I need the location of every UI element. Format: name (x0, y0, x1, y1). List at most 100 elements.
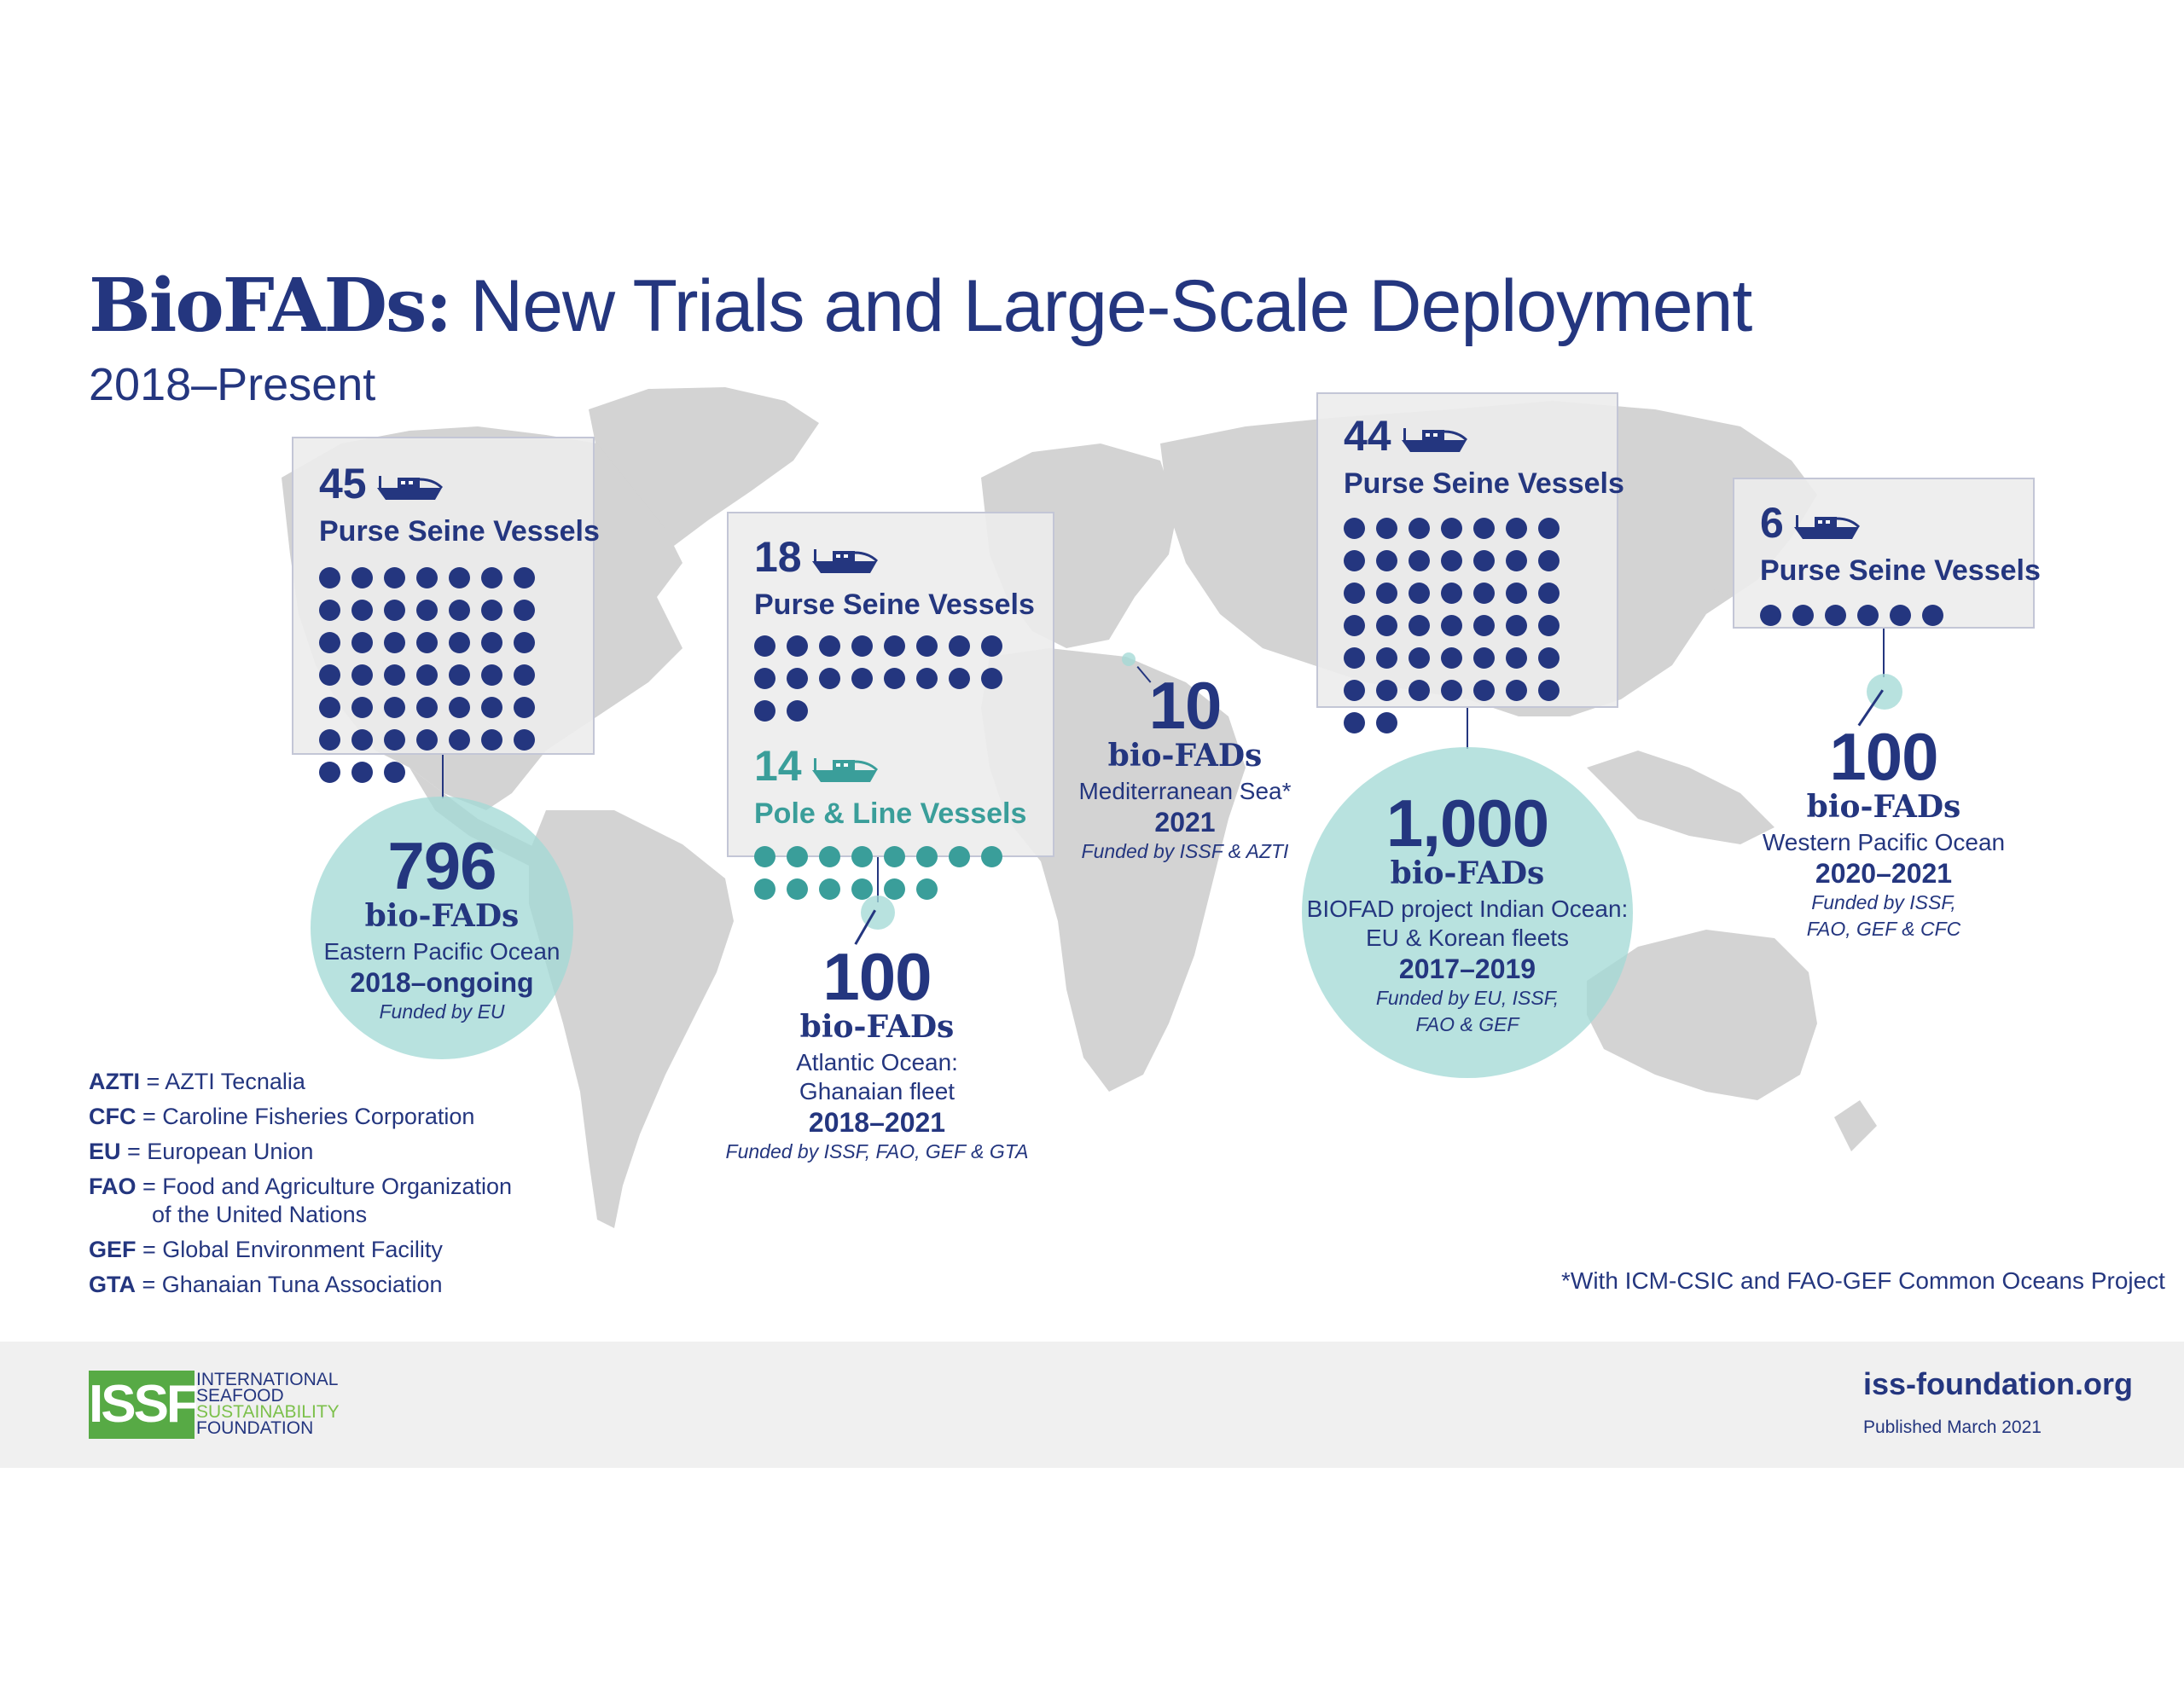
vessel-dot (481, 631, 502, 653)
vessel-dot (949, 667, 970, 689)
vessel-dot (416, 599, 438, 621)
deployment-years: 2018–ongoing (350, 967, 534, 999)
vessel-dot (851, 878, 873, 900)
vessel-dot (1409, 646, 1430, 669)
vessel-dot (514, 728, 535, 751)
issf-logo-letters: ISSF (89, 1375, 199, 1434)
vessel-dot (916, 878, 938, 900)
abbreviation-value: = European Union (127, 1139, 314, 1164)
vessel-dot (754, 845, 775, 867)
vessel-dot (351, 664, 373, 686)
vessel-dot (819, 878, 840, 900)
vessel-dots (319, 566, 575, 794)
vessel-dot (819, 635, 840, 657)
vessel-dots-2 (754, 845, 1044, 911)
logo-text-line: FOUNDATION (196, 1418, 314, 1438)
vessel-dot (949, 635, 970, 657)
deployment-location: Eastern Pacific Ocean (323, 938, 561, 965)
vessel-dot (481, 664, 502, 686)
vessel-dot (384, 728, 405, 751)
vessel-dot (1792, 604, 1814, 626)
vessel-dot (1473, 582, 1495, 604)
vessel-dot (884, 845, 905, 867)
abbreviation-row: GTA = Ghanaian Tuna Association (89, 1267, 512, 1302)
title-bold: BioFADs: (89, 263, 452, 349)
vessel-dot (1376, 582, 1397, 604)
vessel-dot (787, 845, 808, 867)
vessel-dot (319, 728, 340, 751)
vessel-dot (319, 761, 340, 783)
vessel-dot (1344, 614, 1365, 636)
vessel-dot (1506, 679, 1527, 701)
vessel-dot (787, 635, 808, 657)
boat-icon (1791, 501, 1862, 551)
deployment-funding: Funded by ISSF & AZTI (1081, 840, 1289, 863)
deployment-funding: Funded by ISSF, (1811, 891, 1956, 914)
vessel-count-2: 14 (754, 741, 802, 790)
title-rest: New Trials and Large-Scale Deployment (470, 265, 1752, 347)
vessel-dot (481, 696, 502, 718)
map-new-zealand (1834, 1100, 1877, 1151)
vessel-dot (1376, 679, 1397, 701)
deployment-funding-2: FAO & GEF (1415, 1013, 1519, 1036)
vessel-count-row: 45 (319, 459, 593, 512)
logo-text-line: SUSTAINABILITY (196, 1402, 340, 1422)
vessel-dot (1441, 517, 1462, 539)
deployment-location: Mediterranean Sea* (1078, 778, 1292, 805)
vessel-dot (884, 667, 905, 689)
vessel-dot (916, 667, 938, 689)
deployment-indian: 1,000 bio-FADs BIOFAD project Indian Oce… (1297, 790, 1638, 1038)
deployment-location: Atlantic Ocean: (796, 1049, 958, 1076)
abbreviation-key: GTA (89, 1272, 136, 1297)
vessel-dot (981, 635, 1002, 657)
vessel-dot (384, 761, 405, 783)
vessel-dot (384, 599, 405, 621)
circle-indian-ocean (1302, 747, 1633, 1078)
map-australia (1587, 930, 1817, 1100)
vessel-dot (416, 728, 438, 751)
vessel-dots (1344, 517, 1600, 745)
logo-text-line: INTERNATIONAL (196, 1370, 339, 1389)
biofad-count: 100 (822, 939, 932, 1014)
vessel-dot (1506, 614, 1527, 636)
marker-mediterranean (1122, 652, 1136, 666)
vessel-count-row-2: 14 (754, 741, 1053, 794)
abbreviation-key: FAO (89, 1174, 136, 1199)
vessel-dot (949, 845, 970, 867)
vessel-dot (819, 845, 840, 867)
abbreviation-row: CFC = Caroline Fisheries Corporation (89, 1099, 512, 1134)
vessel-dot (1344, 646, 1365, 669)
vessel-label: Purse Seine Vessels (1760, 554, 2041, 587)
vessel-box-western-pacific: 6 Purse Seine Vessels (1733, 478, 2041, 629)
deployment-years: 2020–2021 (1815, 858, 1953, 890)
vessel-dot (514, 631, 535, 653)
vessel-dot (416, 566, 438, 588)
vessel-dot (481, 566, 502, 588)
map-south-america (529, 810, 734, 1228)
vessel-dot (787, 699, 808, 722)
vessel-dot (1538, 646, 1560, 669)
vessel-dot (819, 667, 840, 689)
vessel-dot (1538, 614, 1560, 636)
biofad-unit: bio-FADs (799, 1009, 955, 1045)
abbreviation-value: = Ghanaian Tuna Association (142, 1272, 443, 1297)
vessel-dot (1376, 517, 1397, 539)
abbreviation-value: = Global Environment Facility (142, 1237, 443, 1262)
vessel-dot (1473, 679, 1495, 701)
abbreviation-value: = Food and Agriculture Organization (142, 1174, 513, 1199)
vessel-dot (1344, 549, 1365, 571)
deployment-funding-2: FAO, GEF & CFC (1806, 918, 1961, 941)
published-date: Published March 2021 (1863, 1417, 2042, 1437)
boat-icon (809, 536, 880, 585)
biofad-unit: bio-FADs (1390, 855, 1545, 891)
website-link[interactable]: iss-foundation.org (1863, 1366, 2133, 1401)
abbreviation-row: FAO = Food and Agriculture Organization (89, 1169, 512, 1201)
vessel-dot (319, 599, 340, 621)
vessel-dot (514, 696, 535, 718)
abbreviation-row: AZTI = AZTI Tecnalia (89, 1064, 512, 1099)
vessel-dot (514, 664, 535, 686)
deployment-years: 2017–2019 (1398, 954, 1536, 985)
footnote: *With ICM-CSIC and FAO-GEF Common Oceans… (1561, 1267, 2165, 1294)
vessel-dot (1825, 604, 1846, 626)
vessel-count: 44 (1344, 412, 1391, 460)
